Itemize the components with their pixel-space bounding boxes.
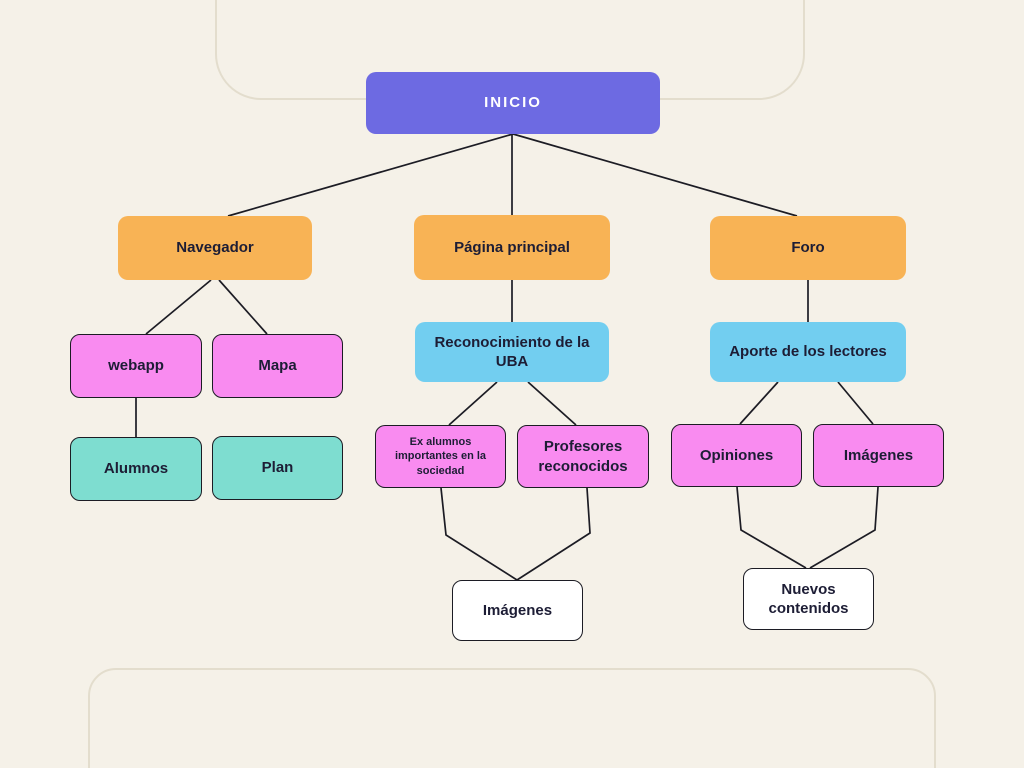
edge-inicio-navegador: [227, 133, 514, 217]
node-nuevos-contenidos[interactable]: Nuevos contenidos: [743, 568, 874, 630]
node-pagina-principal[interactable]: Página principal: [414, 215, 610, 280]
edge-profesores-imagenes: [516, 487, 591, 581]
node-mapa[interactable]: Mapa: [212, 334, 343, 398]
edge-aporte-imagenes: [837, 381, 874, 425]
edge-reconocimiento-profesores: [527, 381, 577, 426]
node-imagenes-pagina[interactable]: Imágenes: [452, 580, 583, 641]
section-frame-bottom: [88, 668, 936, 768]
node-aporte-lectores[interactable]: Aporte de los lectores: [710, 322, 906, 382]
edge-opiniones-nuevos: [736, 486, 807, 569]
node-profesores-reconocidos[interactable]: Profesores reconocidos: [517, 425, 649, 488]
edge-inicio-foro: [512, 133, 798, 217]
node-opiniones[interactable]: Opiniones: [671, 424, 802, 487]
node-alumnos[interactable]: Alumnos: [70, 437, 202, 501]
edge-imagenes-nuevos: [809, 486, 879, 569]
node-inicio[interactable]: INICIO: [366, 72, 660, 134]
node-webapp[interactable]: webapp: [70, 334, 202, 398]
node-reconocimiento-uba[interactable]: Reconocimiento de la UBA: [415, 322, 609, 382]
node-imagenes-foro[interactable]: Imágenes: [813, 424, 944, 487]
node-plan[interactable]: Plan: [212, 436, 343, 500]
edge-exalumnos-imagenes: [440, 487, 518, 581]
node-ex-alumnos[interactable]: Ex alumnos importantes en la sociedad: [375, 425, 506, 488]
edge-aporte-opiniones: [739, 381, 779, 425]
edge-navegador-webapp: [145, 279, 212, 335]
node-navegador[interactable]: Navegador: [118, 216, 312, 280]
edge-navegador-mapa: [218, 279, 268, 335]
edge-reconocimiento-exalumnos: [448, 381, 498, 426]
node-foro[interactable]: Foro: [710, 216, 906, 280]
